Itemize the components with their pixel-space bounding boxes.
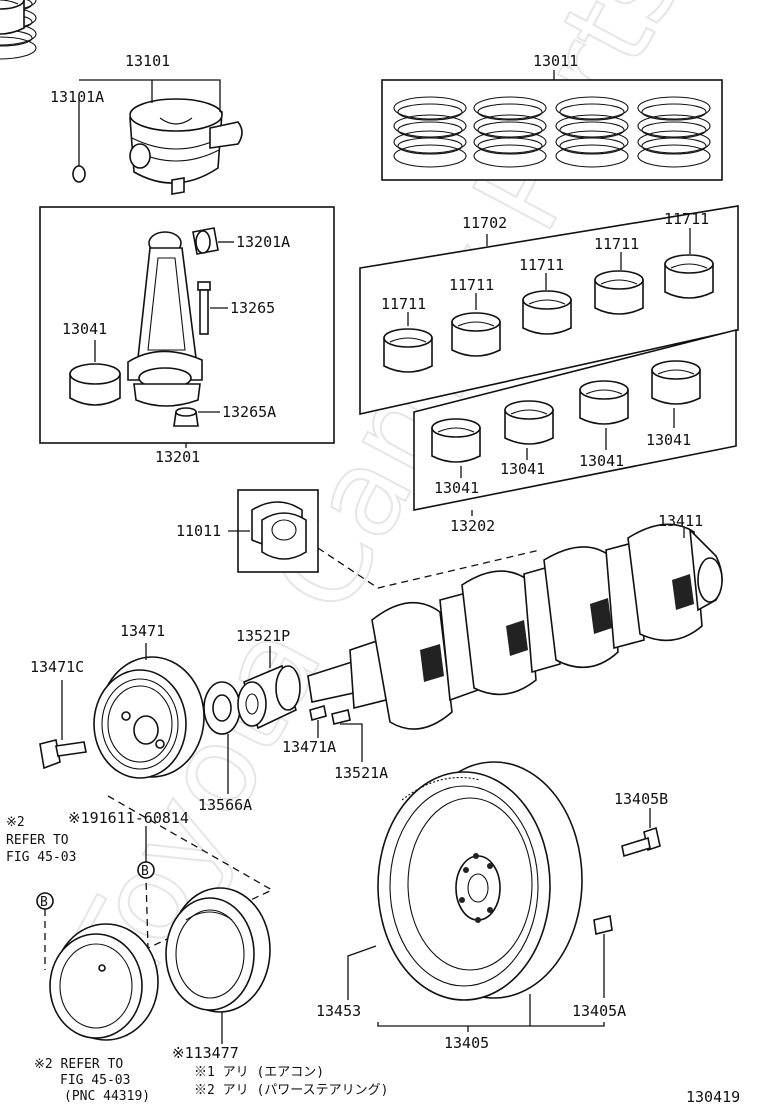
label-13405: 13405 (444, 1034, 489, 1052)
note-1: ※1 アリ (エアコン) (194, 1065, 324, 1080)
label-13411: 13411 (658, 512, 703, 530)
label-13041-a: 13041 (434, 479, 479, 497)
washer-13566A[interactable] (203, 681, 241, 735)
label-13405B: 13405B (614, 790, 668, 808)
rod-nut-13265A[interactable] (173, 407, 199, 427)
label-13265: 13265 (230, 299, 275, 317)
connecting-rod-13201[interactable] (127, 231, 203, 407)
ps-pulley-ref-44319[interactable] (49, 923, 159, 1041)
crank-pulley-13471[interactable] (93, 656, 205, 779)
label-13453: 13453 (316, 1002, 361, 1020)
ring-set-box-13011 (381, 79, 723, 181)
main-bearings-upper-11711[interactable] (0, 0, 714, 373)
label-11702: 11702 (462, 214, 507, 232)
crankshaft-13411[interactable] (307, 523, 723, 730)
label-13471: 13471 (120, 622, 165, 640)
label-13521A: 13521A (334, 764, 388, 782)
piston-13101[interactable] (129, 98, 243, 195)
label-13041-c: 13041 (579, 452, 624, 470)
note-refer-top-1: ※2 (6, 815, 25, 830)
bushing-13201A[interactable] (192, 227, 219, 255)
label-13202: 13202 (450, 517, 495, 535)
label-13201A: 13201A (236, 233, 290, 251)
label-11011: 11011 (176, 522, 221, 540)
note-refer-bottom-2: FIG 45-03 (60, 1073, 130, 1088)
piston-ring-set-13011[interactable] (0, 0, 711, 168)
circle-b-marker-right: B (137, 861, 155, 879)
timing-gear-13521P[interactable] (237, 664, 301, 730)
snap-ring-13101A[interactable] (72, 165, 86, 183)
label-191611-60814: ※191611-60814 (68, 809, 189, 827)
pulley-bolt-13471C[interactable] (39, 739, 87, 770)
circle-b-marker-left: B (36, 892, 54, 910)
svg-text:B: B (40, 895, 48, 910)
note-refer-top-3: FIG 45-03 (6, 850, 76, 865)
label-13521P: 13521P (236, 627, 290, 645)
label-13405A: 13405A (572, 1002, 626, 1020)
label-11711-c: 11711 (519, 256, 564, 274)
note-refer-top-2: REFER TO (6, 833, 69, 848)
thrust-washer-11011[interactable] (251, 501, 307, 560)
note-refer-bottom-3: (PNC 44319) (64, 1089, 150, 1104)
label-13041-rod: 13041 (62, 320, 107, 338)
label-11711-a: 11711 (381, 295, 426, 313)
flywheel-bolt-13405B[interactable] (621, 826, 661, 858)
label-13041-b: 13041 (500, 460, 545, 478)
label-13101A: 13101A (50, 88, 104, 106)
rod-bolt-13265[interactable] (197, 281, 211, 335)
flywheel-13405[interactable] (377, 761, 583, 1001)
label-13011: 13011 (533, 52, 578, 70)
svg-text:B: B (141, 864, 149, 879)
note-refer-bottom-1: ※2 REFER TO (34, 1057, 123, 1072)
label-13471A: 13471A (282, 738, 336, 756)
label-113477: ※113477 (172, 1044, 239, 1062)
key-13471A[interactable] (309, 704, 327, 722)
label-13041-d: 13041 (646, 431, 691, 449)
label-13265A: 13265A (222, 403, 276, 421)
label-11711-b: 11711 (449, 276, 494, 294)
rod-bearing-13041[interactable] (69, 363, 121, 406)
key-13521A[interactable] (331, 709, 351, 725)
label-11711-e: 11711 (664, 210, 709, 228)
note-2: ※2 アリ (パワーステアリング) (194, 1083, 388, 1098)
label-13201: 13201 (155, 448, 200, 466)
ac-pulley-113477[interactable] (165, 887, 271, 1013)
dowel-pin-13405A[interactable] (593, 915, 613, 935)
label-11711-d: 11711 (594, 235, 639, 253)
label-13101: 13101 (125, 52, 170, 70)
label-13566A: 13566A (198, 796, 252, 814)
figure-number: 130419 (686, 1088, 740, 1106)
label-13471C: 13471C (30, 658, 84, 676)
